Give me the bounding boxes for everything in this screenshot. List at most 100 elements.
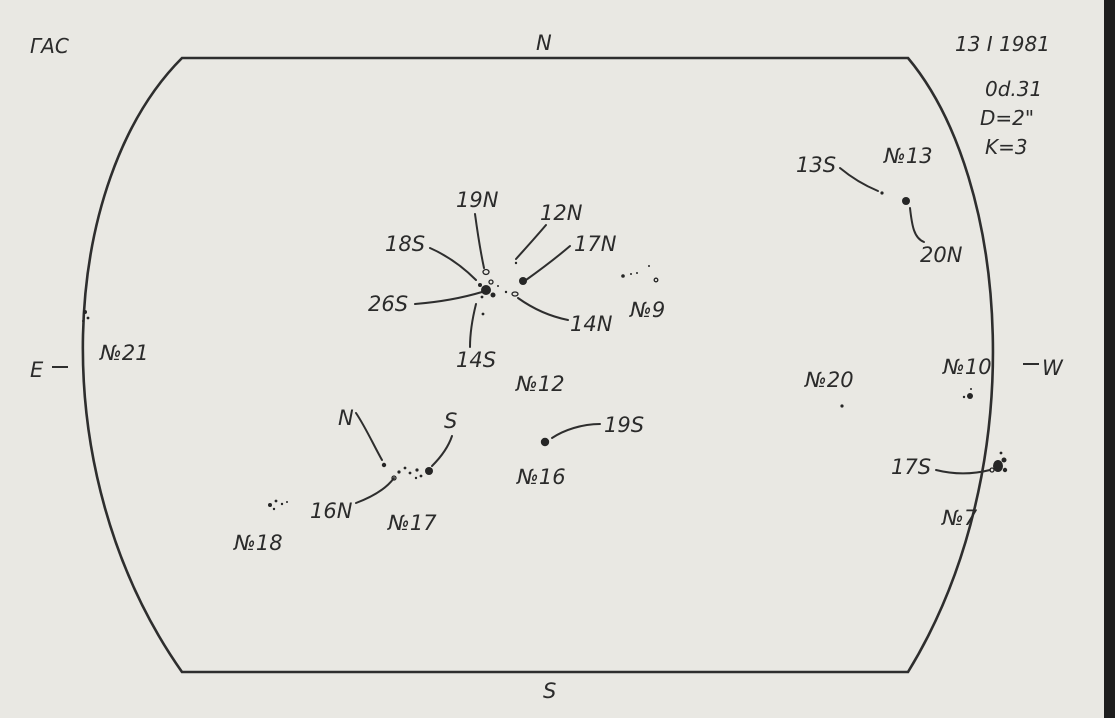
spot-19N-label: 19N [456,188,499,212]
group-9-label: №9 [629,298,665,322]
spot-13S [880,191,884,195]
observation-date: 13 I 1981 [955,32,1050,56]
group-18-label: №18 [233,531,283,555]
spot-20N [902,197,910,205]
penumbra-fragment [488,279,494,285]
group-17-label: №17 [387,511,437,535]
spot-13S-label: 13S [796,153,836,177]
penumbra-fragment [1002,467,1008,473]
spot-12N [514,261,518,265]
group-12-label: №12 [515,372,565,396]
pore [86,316,90,320]
spot-group-20 [840,404,844,408]
pore [648,265,650,267]
leader-17N-pole [355,412,383,461]
spot-group-12 [478,261,527,316]
pore [286,501,288,503]
pore [272,507,276,511]
spot-group-7 [989,451,1008,473]
spot-group-21 [82,310,90,322]
leader-19N [474,213,485,269]
spot-19S-label: 19S [604,413,644,437]
group-17-south-label: S [444,409,457,433]
pore [621,274,625,278]
spot-14N [511,291,519,297]
leader-16N [355,477,395,504]
group-16-label: №16 [516,465,566,489]
spot-17S-label: 17S [891,455,931,479]
spot-group-17 [381,462,433,481]
spot-20N-label: 20N [920,243,963,267]
spot-17-north [381,462,387,468]
pore [83,310,87,314]
pore [82,320,84,322]
leader-12N [515,224,547,260]
pore [962,395,966,399]
spot-group-18 [268,499,288,511]
spot-group-9 [621,265,659,283]
pore [274,499,278,503]
pore [415,468,419,472]
group-7-label: №7 [941,506,978,530]
pore [653,277,659,283]
spot-group-16 [540,437,550,447]
solar-disk-outline [81,56,995,674]
leader-14S [469,303,477,348]
leader-17S [935,469,991,475]
spot-26S [481,285,491,295]
pore [497,285,499,287]
aperture-label: D=2" [980,106,1034,130]
group-13-label: №13 [883,144,933,168]
pore [970,388,972,390]
spot-17N [519,277,527,285]
spot-18S-label: 18S [385,232,425,256]
direction-south: S [543,679,556,703]
penumbra-fragment [1001,457,1007,463]
spot-16N [391,475,397,481]
leader-26S [414,291,483,305]
pore [280,502,284,506]
penumbra-fragment [490,292,496,298]
spot-group-10 [962,388,973,399]
leader-17N [525,245,571,281]
penumbra-fragment [480,295,484,299]
leader-17S-pole [431,435,453,467]
spot-17N-label: 17N [574,232,617,256]
pore [840,404,844,408]
spot-14S-label: 14S [456,348,496,372]
spot-14N-label: 14N [570,312,613,336]
leader-18S [429,247,477,281]
leader-14N [517,297,569,321]
observatory-code: ГАС [30,34,69,58]
pore [397,470,401,474]
pore [967,393,973,399]
leader-13S [839,167,879,192]
pore [630,273,632,275]
pore [408,471,412,475]
group-10-label: №10 [942,355,992,379]
group-21-label: №21 [99,341,149,365]
spot-19S [540,437,550,447]
group-20-label: №20 [804,368,854,392]
spot-18S [478,283,482,287]
pore [403,466,407,470]
leader-19S [551,423,601,439]
penumbra-fragment [989,467,995,473]
spot-17S [993,460,1003,472]
leader-lines [355,167,991,504]
group-17-north-label: N [338,406,354,430]
leader-20N [909,207,925,243]
pore [419,474,423,478]
direction-east: E [30,358,44,382]
time-fraction: 0d.31 [985,77,1042,101]
direction-north: N [536,31,552,55]
spot-16N-label: 16N [310,499,353,523]
pore [414,476,418,480]
pore [504,290,508,294]
spot-26S-label: 26S [368,292,408,316]
pore [636,272,638,274]
pore [268,503,272,507]
spot-12N-label: 12N [540,201,583,225]
